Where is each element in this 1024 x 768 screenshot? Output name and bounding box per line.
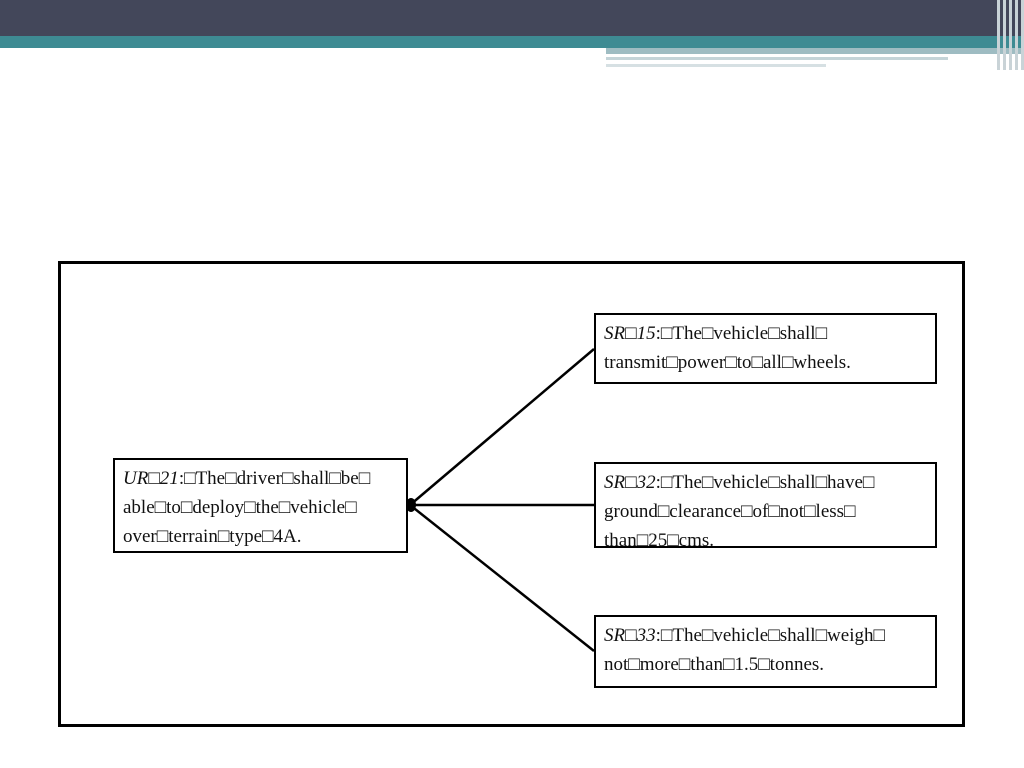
requirement-line: UR□21:□The□driver□shall□be□ (123, 464, 398, 493)
requirement-text: :□The□driver□shall□be□ (178, 468, 371, 489)
header-decor-line (606, 64, 826, 67)
requirement-id: SR□32 (604, 472, 656, 493)
requirement-id: SR□33 (604, 625, 656, 646)
decor-stripe (1015, 0, 1018, 70)
requirement-id: SR□15 (604, 323, 656, 344)
requirement-line: SR□15:□The□vehicle□shall□ (604, 319, 927, 348)
requirement-line: than□25□cms. (604, 530, 715, 551)
header-accent-bar-right (606, 48, 1024, 54)
header-decor-stripes (992, 0, 1024, 70)
requirement-line: SR□33:□The□vehicle□shall□weigh□ (604, 621, 927, 650)
requirement-line: SR□32:□The□vehicle□shall□have□ (604, 468, 927, 497)
decor-stripe (1009, 0, 1012, 70)
requirement-id: UR□21 (123, 468, 179, 489)
header-decor-line (606, 57, 948, 60)
header-banner (0, 0, 1024, 36)
decor-stripe (1003, 0, 1006, 70)
requirement-box-sr33: SR□33:□The□vehicle□shall□weigh□ not□more… (594, 615, 937, 688)
requirement-text: :□The□vehicle□shall□have□ (655, 472, 875, 493)
decor-stripe (1021, 0, 1024, 70)
connector-sr15 (409, 348, 595, 506)
connector-sr33 (409, 504, 595, 652)
requirement-line: over□terrain□type□4A. (123, 526, 302, 547)
decor-stripe (997, 0, 1000, 70)
requirement-text: :□The□vehicle□shall□weigh□ (655, 625, 885, 646)
requirement-line: able□to□deploy□the□vehicle□ (123, 497, 357, 518)
requirement-box-ur21: UR□21:□The□driver□shall□be□ able□to□depl… (113, 458, 408, 553)
requirement-box-sr15: SR□15:□The□vehicle□shall□ transmit□power… (594, 313, 937, 384)
requirement-line: transmit□power□to□all□wheels. (604, 352, 851, 373)
header-accent-bar (0, 36, 1024, 48)
requirement-line: not□more□than□1.5□tonnes. (604, 654, 825, 675)
requirement-box-sr32: SR□32:□The□vehicle□shall□have□ ground□cl… (594, 462, 937, 551)
requirement-text: :□The□vehicle□shall□ (655, 323, 828, 344)
requirement-line: ground□clearance□of□not□less□ (604, 501, 856, 522)
junction-node (406, 498, 416, 512)
